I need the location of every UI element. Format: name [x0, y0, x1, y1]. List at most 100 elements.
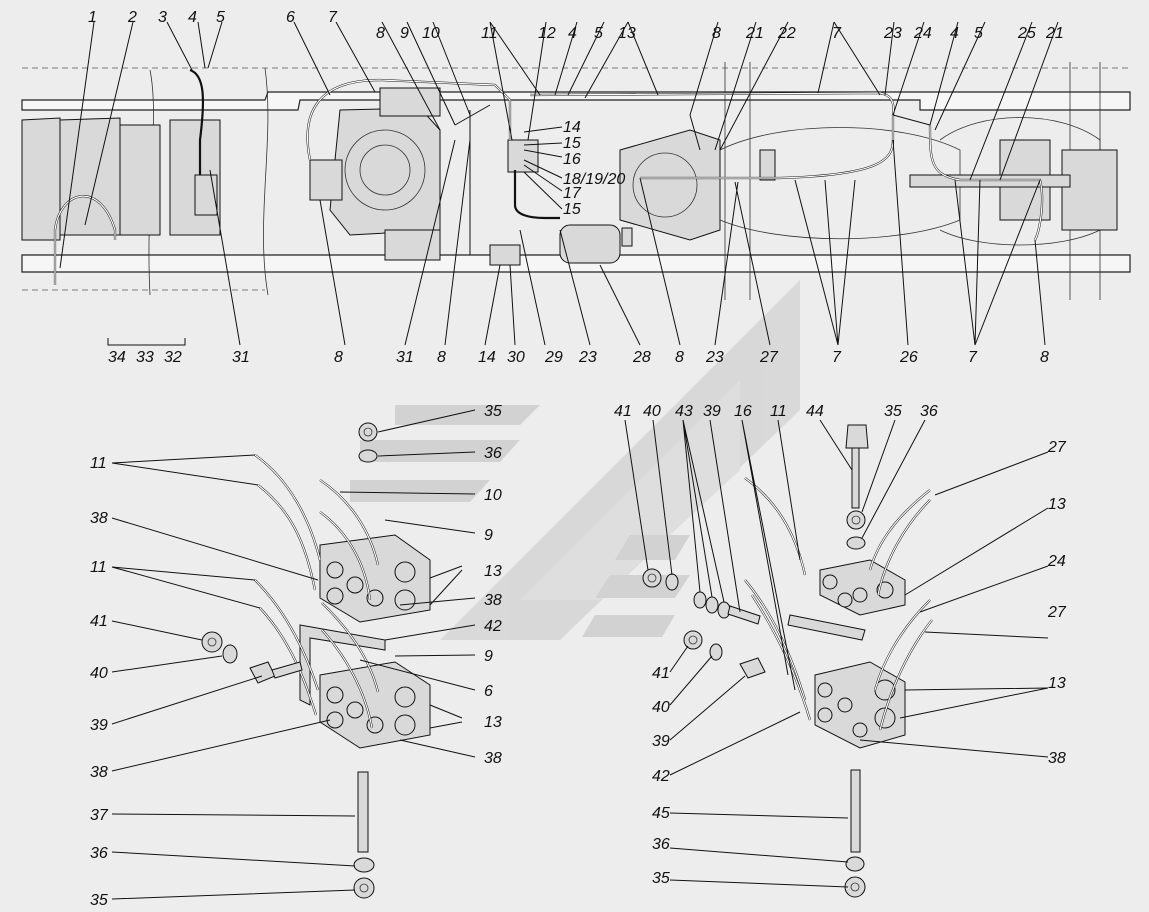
callout-13-left-a: 13 [484, 563, 502, 580]
right-exploded-assembly [642, 424, 933, 898]
callout-3: 3 [158, 9, 167, 26]
callout-31: 31 [232, 349, 250, 366]
callout-22: 22 [777, 25, 796, 42]
callout-24: 24 [913, 25, 932, 42]
callout-38-left-d: 38 [484, 750, 502, 767]
callout-33: 33 [136, 349, 154, 366]
top-callouts: 1 2 3 4 5 6 7 8 9 10 11 12 4 5 13 8 21 2… [88, 9, 1064, 366]
callout-9-left-b: 9 [484, 648, 493, 665]
watermark-logo [350, 280, 800, 640]
callout-5b: 5 [594, 25, 603, 42]
callout-40-right: 40 [643, 403, 661, 420]
callout-25: 25 [1017, 25, 1036, 42]
callout-8f: 8 [1040, 349, 1049, 366]
callout-15: 15 [563, 135, 581, 152]
callout-41-right: 41 [614, 403, 632, 420]
callout-37-left: 37 [90, 807, 109, 824]
callout-38-left-a: 38 [90, 510, 108, 527]
callout-16: 16 [563, 151, 581, 168]
callout-15b: 15 [563, 201, 581, 218]
callout-7c: 7 [832, 349, 842, 366]
callout-11-left-a: 11 [90, 455, 107, 472]
callout-42-left: 42 [484, 618, 502, 635]
valve-block-top [489, 139, 539, 266]
callout-27: 27 [759, 349, 779, 366]
callout-4: 4 [188, 9, 197, 26]
callout-9-left-a: 9 [484, 527, 493, 544]
callout-1: 1 [88, 9, 97, 26]
callout-8c: 8 [334, 349, 343, 366]
callout-45-right: 45 [652, 805, 670, 822]
callout-26: 26 [899, 349, 918, 366]
callout-5c: 5 [974, 25, 983, 42]
callout-35-left: 35 [90, 892, 108, 909]
callout-44-right: 44 [806, 403, 824, 420]
callout-2: 2 [127, 9, 137, 26]
callout-39-right-b: 39 [652, 733, 670, 750]
callout-23c: 23 [705, 349, 724, 366]
right-callouts: 41 40 43 39 16 11 44 35 36 27 13 24 27 4… [614, 403, 1067, 887]
callout-17: 17 [563, 185, 582, 202]
callout-41-right-b: 41 [652, 665, 670, 682]
callout-28: 28 [632, 349, 651, 366]
callout-14b: 14 [478, 349, 496, 366]
callout-7b: 7 [832, 25, 842, 42]
callout-23: 23 [883, 25, 902, 42]
callout-24-right: 24 [1047, 553, 1066, 570]
callout-27-right-b: 27 [1047, 604, 1067, 621]
callout-23b: 23 [578, 349, 597, 366]
callout-5: 5 [216, 9, 225, 26]
callout-38-right: 38 [1048, 750, 1066, 767]
callout-36-left: 36 [90, 845, 108, 862]
alternator-unit [309, 87, 441, 261]
callout-34: 34 [108, 349, 126, 366]
callout-39-left: 39 [90, 717, 108, 734]
right-leader-lines [624, 419, 1049, 888]
callout-11: 11 [481, 25, 498, 42]
callout-32: 32 [164, 349, 182, 366]
callout-8: 8 [376, 25, 385, 42]
callout-38-left-b: 38 [484, 592, 502, 609]
callout-41-left: 41 [90, 613, 108, 630]
callout-8e: 8 [675, 349, 684, 366]
callout-13-left-b: 13 [484, 714, 502, 731]
left-callouts: 35 36 10 11 38 9 13 38 11 42 41 9 40 6 3… [90, 403, 502, 909]
callout-13-right-a: 13 [1048, 496, 1066, 513]
callout-21b: 21 [1045, 25, 1064, 42]
callout-27-right-a: 27 [1047, 439, 1067, 456]
callout-10-left: 10 [484, 487, 502, 504]
callout-12: 12 [538, 25, 556, 42]
callout-6: 6 [286, 9, 295, 26]
air-receiver [559, 224, 633, 264]
callout-14: 14 [563, 119, 581, 136]
callout-16-right: 16 [734, 403, 752, 420]
callout-35-right: 35 [884, 403, 902, 420]
callout-4b: 4 [568, 25, 577, 42]
axle-drive-1 [619, 127, 961, 241]
callout-4c: 4 [950, 25, 959, 42]
callout-9: 9 [400, 25, 409, 42]
callout-36-right: 36 [920, 403, 938, 420]
callout-40-left: 40 [90, 665, 108, 682]
engine-block [21, 117, 221, 241]
callout-11-right: 11 [770, 403, 787, 420]
callout-7: 7 [328, 9, 338, 26]
callout-18-19-20: 18/19/20 [563, 171, 625, 188]
callout-29: 29 [544, 349, 563, 366]
left-leader-lines [111, 409, 476, 900]
callout-10: 10 [422, 25, 440, 42]
callout-36-right-b: 36 [652, 836, 670, 853]
callout-31b: 31 [396, 349, 414, 366]
callout-8b: 8 [712, 25, 721, 42]
callout-13-right-b: 13 [1048, 675, 1066, 692]
callout-35-right-b: 35 [652, 870, 670, 887]
callout-40-right-b: 40 [652, 699, 670, 716]
callout-11-left-b: 11 [90, 559, 107, 576]
callout-36-top: 36 [484, 445, 502, 462]
callout-8d: 8 [437, 349, 446, 366]
callout-35-top: 35 [484, 403, 502, 420]
callout-42-right: 42 [652, 768, 670, 785]
axle-drive-2 [909, 117, 1118, 246]
callout-30: 30 [507, 349, 525, 366]
